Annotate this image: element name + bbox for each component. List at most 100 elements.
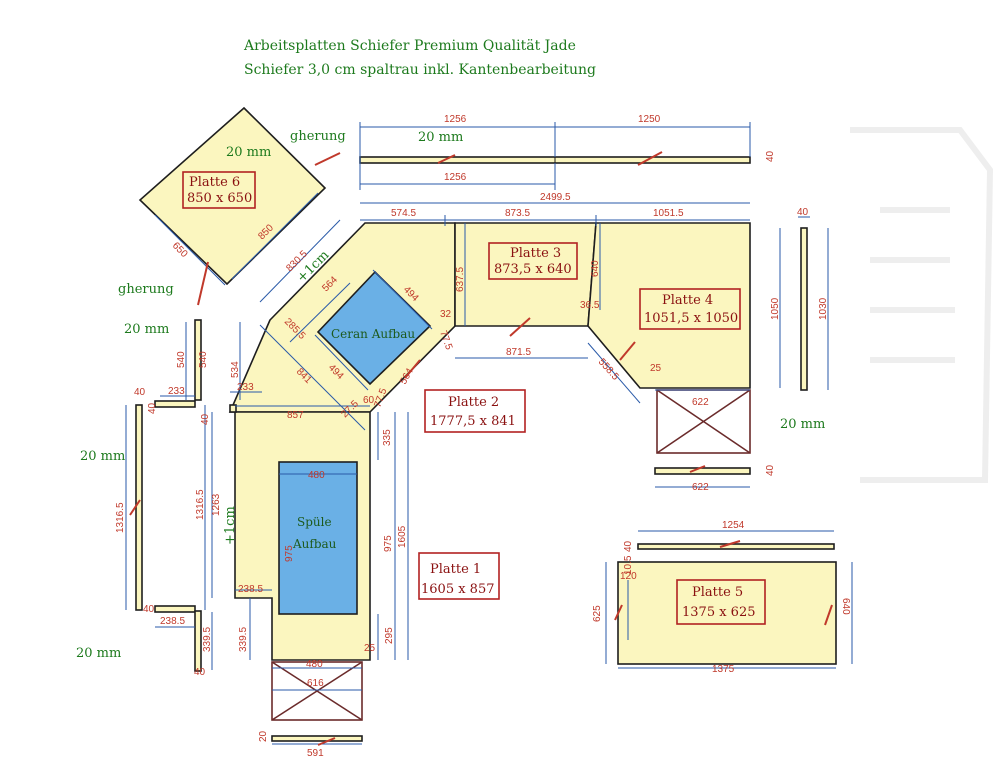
spuele-aufbau-label: Aufbau (292, 537, 337, 551)
dim-32: 32 (440, 309, 452, 320)
dim-25-bottom: 25 (364, 643, 376, 654)
gherung-note-top: gherung (290, 129, 346, 144)
dim-40-bottom-left: 40 (143, 604, 155, 615)
edge-strip-corner (229, 404, 237, 413)
label-box-platte-2 (424, 389, 526, 433)
dim-1250: 1250 (638, 114, 661, 125)
label-box-platte-5 (676, 579, 766, 625)
background-watermark (850, 127, 994, 483)
dim-60: 60 (363, 395, 375, 406)
label-box-platte-6 (182, 171, 256, 209)
dim-622-strip: 622 (692, 482, 709, 493)
edge-strip-233 (154, 400, 196, 408)
spuele-label: Spüle (297, 515, 332, 529)
dim-591: 591 (307, 748, 324, 759)
plus1cm-note-left: +1cm (223, 506, 238, 545)
edge-note-p6: 20 mm (226, 145, 271, 160)
dim-480-cabinet: 480 (306, 659, 323, 670)
edge-note-top: 20 mm (418, 130, 463, 145)
edge-note-right: 20 mm (780, 417, 825, 432)
dim-640-p5: 640 (840, 598, 851, 615)
platte-3-size: 873,5 x 640 (494, 262, 572, 277)
dim-120: 120 (620, 571, 637, 582)
dim-1263: 1263 (211, 493, 222, 516)
platte-3-name: Platte 3 (510, 246, 561, 261)
platte-1-size: 1605 x 857 (421, 582, 495, 597)
dim-1256-top: 1256 (444, 114, 467, 125)
dim-40-v: 40 (147, 402, 158, 414)
dim-480-sink: 480 (308, 470, 325, 481)
platte-2-size: 1777,5 x 841 (430, 414, 516, 429)
slab-platte-4 (587, 222, 751, 389)
dim-616: 616 (307, 678, 324, 689)
dim-40-right-strip: 40 (797, 207, 809, 218)
dim-1605: 1605 (397, 525, 408, 548)
dim-40-bottom-strip: 40 (194, 667, 206, 678)
edge-strip-right (800, 227, 808, 391)
dim-233-top: 233 (237, 382, 254, 393)
dim-1316-5: 1316.5 (195, 489, 206, 520)
dim-640-p3: 640 (590, 260, 601, 277)
dim-40-v2: 40 (200, 413, 211, 425)
edge-strip-2385 (154, 605, 196, 613)
edge-strip-540 (194, 319, 202, 401)
dim-574-5: 574.5 (391, 208, 416, 219)
dim-1051-5: 1051.5 (653, 208, 684, 219)
label-box-platte-3 (488, 242, 578, 280)
edge-strip-622 (654, 467, 751, 475)
edge-strip-left (135, 404, 143, 611)
dim-857: 857 (287, 410, 304, 421)
dim-871-5: 871.5 (506, 347, 531, 358)
dim-1254: 1254 (722, 520, 745, 531)
edge-note-left: 20 mm (80, 449, 125, 464)
dim-233-strip: 233 (168, 386, 185, 397)
dim-10-5: 10.5 (623, 555, 634, 575)
gherung-note-left: gherung (118, 282, 174, 297)
edge-strip-3395 (194, 610, 202, 672)
dim-2499-5: 2499.5 (540, 192, 571, 203)
slab-platte-5 (617, 561, 837, 665)
edge-note-540: 20 mm (124, 322, 169, 337)
dim-1256-bottom: 1256 (444, 172, 467, 183)
dim-36-5: 36.5 (580, 300, 600, 311)
dim-40-top-strip: 40 (765, 150, 776, 162)
dim-40-622-strip: 40 (765, 464, 776, 476)
label-box-platte-4 (639, 288, 741, 330)
dim-637-5: 637.5 (455, 267, 466, 292)
dim-1316-5-left: 1316.5 (115, 502, 126, 533)
dim-873-5: 873.5 (505, 208, 530, 219)
dim-238-5-inner: 238.5 (238, 584, 263, 595)
dim-339-5-inner: 339.5 (238, 627, 249, 652)
edge-strip-591 (271, 735, 363, 742)
dim-975-sink: 975 (284, 545, 295, 562)
platte-4-size: 1051,5 x 1050 (644, 311, 738, 326)
edge-note-bottom: 20 mm (76, 646, 121, 661)
header-line-1: Arbeitsplatten Schiefer Premium Qualität… (243, 38, 576, 54)
platte-6-name: Platte 6 (189, 175, 240, 190)
dim-540: 540 (176, 351, 187, 368)
dim-622-cabinet: 622 (692, 397, 709, 408)
dim-975: 975 (383, 535, 394, 552)
sink-cutout (278, 461, 358, 615)
platte-5-name: Platte 5 (692, 585, 743, 600)
dim-238-5-strip: 238.5 (160, 616, 185, 627)
dim-625: 625 (592, 605, 603, 622)
dim-335: 335 (382, 429, 393, 446)
ceran-label: Ceran Aufbau (331, 327, 415, 341)
dim-1050: 1050 (770, 297, 781, 320)
dim-25-right: 25 (650, 363, 662, 374)
dim-534: 534 (230, 361, 241, 378)
dim-1375: 1375 (712, 664, 735, 675)
dim-339-5-strip: 339.5 (202, 627, 213, 652)
platte-1-name: Platte 1 (430, 562, 481, 577)
cabinet-bottom (271, 661, 363, 721)
edge-strip-1254 (637, 543, 835, 550)
dim-1030: 1030 (818, 297, 829, 320)
dim-40-233: 40 (134, 387, 146, 398)
platte-5-size: 1375 x 625 (682, 605, 756, 620)
dimension-lines (125, 122, 853, 745)
header-line-2: Schiefer 3,0 cm spaltrau inkl. Kantenbea… (244, 62, 596, 78)
dim-295: 295 (384, 627, 395, 644)
